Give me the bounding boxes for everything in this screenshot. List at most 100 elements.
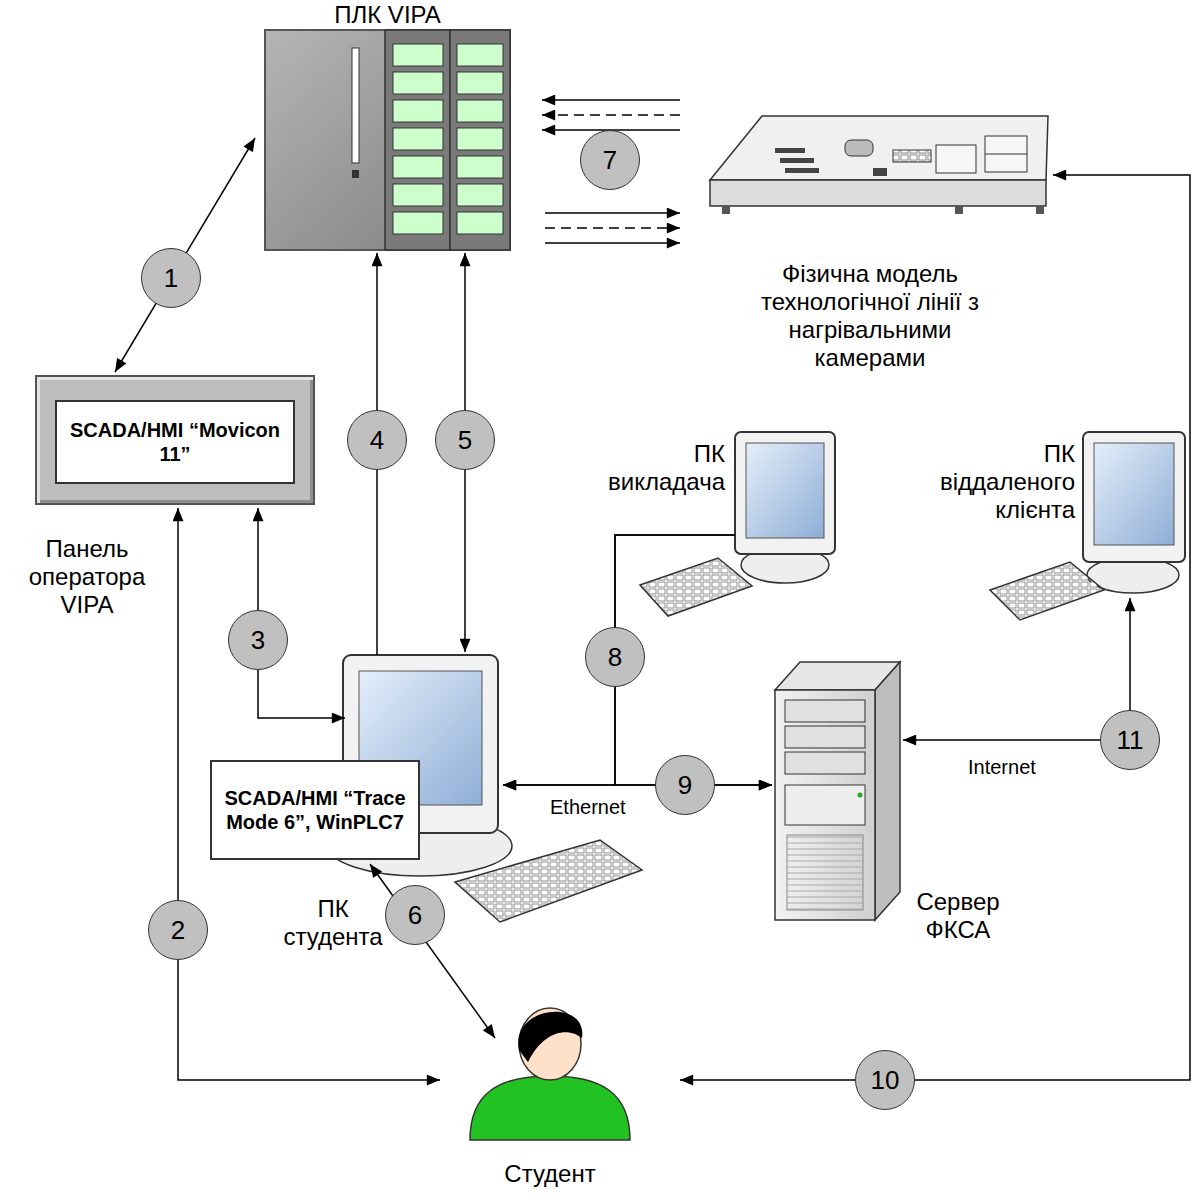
device-caption: ПК викладача [607, 440, 725, 496]
connector-line [503, 784, 772, 786]
drawing-part [785, 168, 819, 173]
server-illustration [775, 662, 900, 920]
connector-line [545, 227, 680, 229]
drawing-part [518, 1012, 582, 1062]
network-label: Internet [966, 756, 1038, 778]
drawing-part [785, 785, 865, 825]
connector-line [542, 114, 680, 116]
drawing-part [722, 206, 730, 214]
device-caption: ПК віддаленого клієнта [933, 440, 1075, 524]
remote-pc: ПК віддаленого клієнта [1083, 430, 1185, 595]
operator-panel: SCADA/HMI “Movicon 11”Панель оператора V… [35, 375, 315, 505]
drawing-part [393, 212, 443, 234]
software-box: SCADA/HMI “Movicon 11” [55, 400, 295, 484]
drawing-part [858, 793, 863, 798]
network-label: Ethernet [548, 796, 628, 818]
drawing-part [393, 44, 503, 234]
device-caption: Панель оператора VIPA [27, 535, 147, 619]
drawing-part [393, 156, 443, 178]
drawing-part [1094, 443, 1174, 545]
drawing-part [985, 154, 1027, 155]
callout-number: 8 [585, 627, 645, 687]
drawing-part [457, 184, 503, 206]
person-caption: Студент [470, 1160, 630, 1188]
drawing-part [746, 443, 824, 538]
drawing-part [990, 562, 1104, 620]
drawing-part [710, 180, 1046, 206]
connector [542, 100, 680, 243]
drawing-part [710, 116, 1048, 180]
drawing-part [457, 100, 503, 122]
callout-number: 3 [228, 610, 288, 670]
drawing-part [457, 128, 503, 150]
drawing-part [393, 44, 443, 66]
drawing-part [785, 726, 865, 748]
drawing-part [875, 662, 900, 920]
drawing-part [450, 30, 510, 250]
plc-illustration [265, 30, 510, 250]
connector [115, 138, 255, 372]
server: Сервер ФКСА [775, 660, 900, 920]
drawing-part [955, 206, 963, 214]
device-caption: Сервер ФКСА [903, 888, 1013, 944]
drawing-part [457, 212, 503, 234]
connector [680, 175, 1190, 1080]
connector-line [545, 242, 680, 244]
connector [503, 535, 735, 785]
drawing-part [455, 840, 642, 922]
student-figure [470, 1008, 630, 1140]
connector-line [115, 138, 255, 372]
device-caption: ПК студента [273, 895, 393, 951]
drawing-part [640, 558, 752, 616]
drawing-part [785, 700, 865, 722]
drawing-part [775, 690, 875, 920]
remote-pc-illustration [990, 432, 1185, 620]
connector-line [903, 598, 1130, 740]
connector [903, 598, 1130, 740]
drawing-part [352, 48, 359, 163]
drawing-part [787, 835, 863, 910]
callout-number: 9 [655, 755, 715, 815]
connector [370, 864, 495, 1038]
connector [503, 785, 772, 786]
process-model: Фізична модель технологічної лінії з наг… [690, 110, 1050, 365]
drawing-part [845, 140, 873, 156]
callout-number: 2 [148, 900, 208, 960]
software-box: SCADA/HMI “Trace Mode 6”, WinPLC7 [210, 760, 420, 860]
drawing-part [393, 100, 443, 122]
drawing-part [735, 432, 835, 554]
connector-line [542, 99, 680, 101]
device-heading: ПЛК VIPA [245, 1, 530, 29]
drawing-part [936, 145, 976, 173]
drawing-part [393, 184, 443, 206]
drawing-part [985, 136, 1027, 172]
drawing-part [873, 168, 887, 176]
callout-number: 6 [385, 885, 445, 945]
drawing-part [457, 156, 503, 178]
student-person: Студент [470, 1008, 630, 1196]
drawing-part [780, 158, 814, 163]
connector [178, 508, 440, 1080]
drawing-part [785, 752, 865, 774]
callout-number: 1 [141, 248, 201, 308]
drawing-part [457, 72, 503, 94]
connector-line [503, 535, 735, 785]
drawing-part [470, 1076, 630, 1140]
connector-line [370, 864, 495, 1038]
drawing-part [1083, 432, 1185, 562]
callout-number: 7 [580, 130, 640, 190]
drawing-part [393, 128, 443, 150]
callout-number: 5 [435, 410, 495, 470]
model-illustration [710, 116, 1048, 214]
drawing-part [775, 148, 805, 153]
drawing-part [352, 170, 359, 178]
callout-number: 4 [347, 410, 407, 470]
drawing-part [1036, 206, 1044, 214]
callout-number: 10 [855, 1050, 915, 1110]
drawing-part [393, 72, 443, 94]
drawing-part [385, 30, 450, 250]
drawing-part [457, 44, 503, 66]
connector-line [680, 175, 1190, 1080]
connector-line [545, 212, 680, 214]
